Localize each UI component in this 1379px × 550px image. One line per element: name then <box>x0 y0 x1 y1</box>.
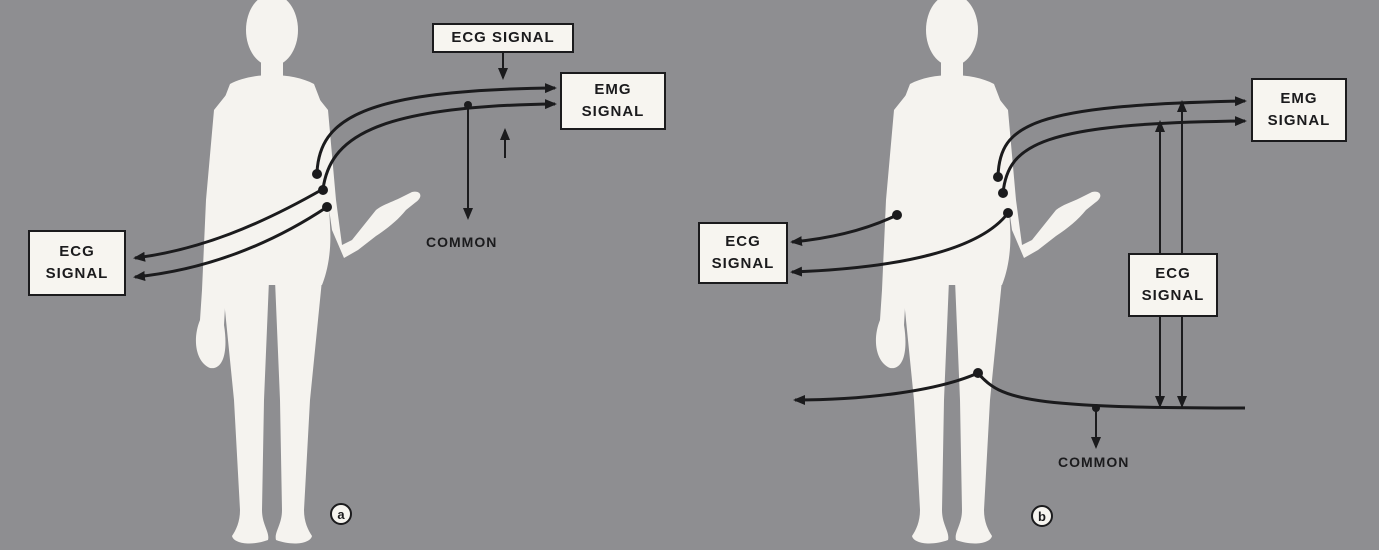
electrode-b2 <box>998 188 1008 198</box>
electrode-b5 <box>973 368 983 378</box>
ecg-left-b-line1: ECG <box>725 231 761 253</box>
ecg-mid-b-line2: SIGNAL <box>1142 285 1205 307</box>
emg-b-line1: EMG <box>1280 88 1317 110</box>
electrode-a1 <box>312 169 322 179</box>
ecg-signal-top-a-text: ECG SIGNAL <box>451 27 554 49</box>
emg-a-line2: SIGNAL <box>582 101 645 123</box>
wire-a-emg-lower <box>323 104 555 189</box>
wire-b-leg-right <box>978 373 1245 408</box>
common-label-b: COMMON <box>1058 454 1129 470</box>
ecg-left-a-line2: SIGNAL <box>46 263 109 285</box>
ecg-signal-box-left-b: ECG SIGNAL <box>698 222 788 284</box>
ecg-signal-box-left-a: ECG SIGNAL <box>28 230 126 296</box>
electrode-a2 <box>318 185 328 195</box>
emg-b-line2: SIGNAL <box>1268 110 1331 132</box>
common-label-a: COMMON <box>426 234 497 250</box>
wire-b-leg-left <box>795 373 978 400</box>
wire-b-emg-upper <box>998 101 1245 176</box>
ecg-left-a-line1: ECG <box>59 241 95 263</box>
panel-marker-b: b <box>1031 505 1053 527</box>
ecg-mid-b-line1: ECG <box>1155 263 1191 285</box>
electrode-a3 <box>322 202 332 212</box>
panel-marker-a: a <box>330 503 352 525</box>
wire-b-emg-lower <box>1003 121 1245 193</box>
ecg-left-b-line2: SIGNAL <box>712 253 775 275</box>
emg-signal-box-a: EMG SIGNAL <box>560 72 666 130</box>
junction-a <box>464 101 472 109</box>
electrode-b3 <box>1003 208 1013 218</box>
ecg-signal-box-mid-b: ECG SIGNAL <box>1128 253 1218 317</box>
electrode-b4 <box>892 210 902 220</box>
wire-a-emg-upper <box>317 88 555 172</box>
ecg-signal-box-top-a: ECG SIGNAL <box>432 23 574 53</box>
body-silhouette-a <box>196 0 420 543</box>
wire-b-ecg-upper <box>792 215 897 242</box>
emg-a-line1: EMG <box>594 79 631 101</box>
common-lines-a <box>468 52 505 218</box>
junction-b <box>1092 404 1100 412</box>
emg-signal-box-b: EMG SIGNAL <box>1251 78 1347 142</box>
electrode-b1 <box>993 172 1003 182</box>
